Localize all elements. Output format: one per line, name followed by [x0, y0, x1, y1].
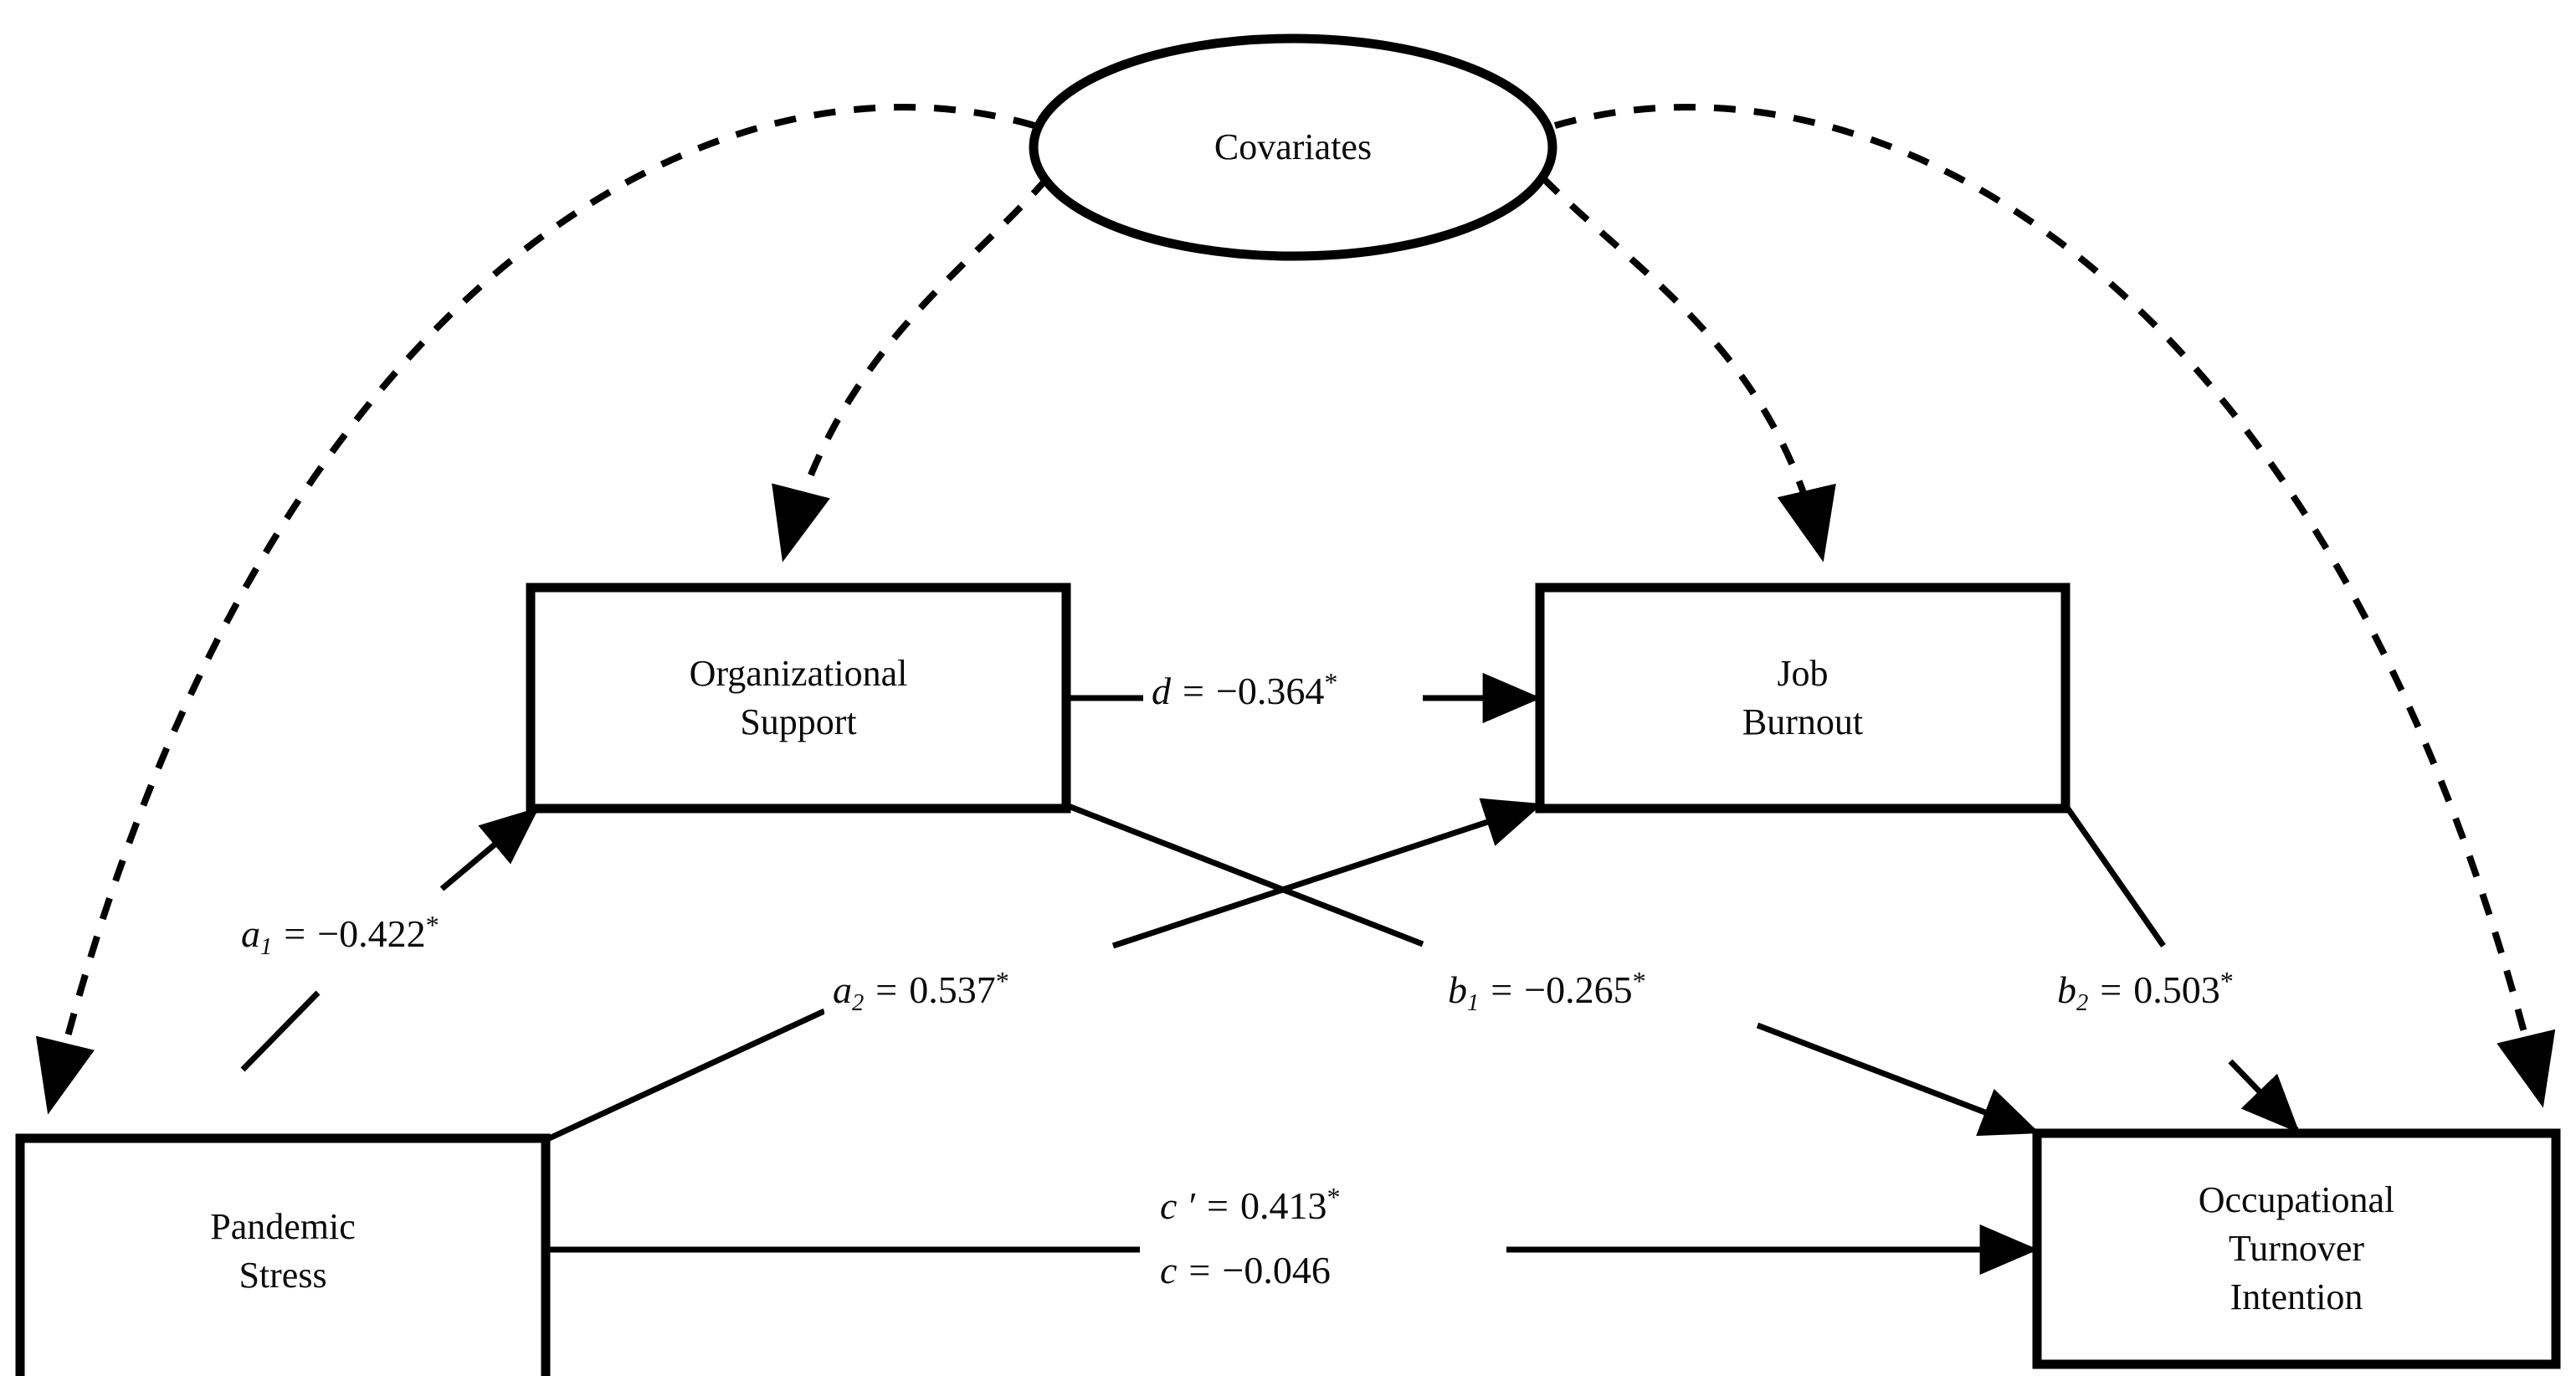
- path-label-c: c= −0.046: [1152, 1244, 1339, 1297]
- node-pandemic-stress[interactable]: [15, 1133, 551, 1376]
- b2-subscript: 2: [2076, 989, 2089, 1016]
- d-coefficient-name: d: [1152, 670, 1171, 712]
- b1-subscript: 1: [1467, 989, 1480, 1016]
- path-b1-segment-upper: [1065, 802, 1424, 947]
- d-equals: =: [1183, 670, 1204, 712]
- a2-significance-marker: *: [995, 965, 1009, 996]
- a1-equals: =: [284, 912, 306, 955]
- node-occupational-turnover-intention[interactable]: [2032, 1128, 2561, 1369]
- d-value: −0.364: [1215, 670, 1325, 712]
- path-label-a1: a1 = −0.422*: [233, 908, 448, 961]
- path-label-b1: b1 = −0.265*: [1439, 964, 1655, 1017]
- d-significance-marker: *: [1324, 666, 1338, 697]
- c-equals: =: [1188, 1248, 1211, 1291]
- path-cov-to-job-burnout: [1540, 175, 1836, 562]
- path-b2-segment-upper: [2063, 803, 2166, 948]
- path-cov-to-occupational-turnover-intention: [1553, 104, 2556, 1108]
- a2-coefficient-name: a: [833, 968, 852, 1011]
- path-cov-to-organizational-support: [772, 175, 1051, 562]
- c-value: −0.046: [1222, 1248, 1331, 1291]
- cprime-value: 0.413: [1239, 1184, 1327, 1227]
- a2-value: 0.537: [909, 968, 996, 1011]
- cprime-significance-marker: *: [1326, 1181, 1341, 1212]
- path-label-b2: b2 = 0.503*: [2049, 964, 2242, 1017]
- a2-equals: =: [875, 968, 898, 1011]
- path-a1-segment-upper: [439, 807, 540, 891]
- path-label-a2: a2 = 0.537*: [824, 964, 1018, 1017]
- path-cov-to-pandemic-stress: [35, 104, 1036, 1115]
- c-coefficient-name: c: [1160, 1248, 1178, 1291]
- node-covariates[interactable]: [1029, 33, 1557, 261]
- b2-significance-marker: *: [2219, 965, 2234, 996]
- b2-coefficient-name: b: [2057, 968, 2076, 1011]
- path-label-c-prime: c ′ =0.413*: [1152, 1180, 1349, 1233]
- a2-subscript: 2: [852, 989, 865, 1016]
- path-b2-segment-lower: [2228, 1059, 2300, 1134]
- b1-equals: =: [1491, 968, 1513, 1011]
- b2-value: 0.503: [2133, 968, 2220, 1011]
- b1-value: −0.265: [1524, 968, 1633, 1011]
- cprime-equals: =: [1206, 1184, 1229, 1227]
- path-b1-segment-lower: [1756, 1022, 2040, 1137]
- a1-coefficient-name: a: [241, 912, 260, 955]
- node-job-burnout[interactable]: [1535, 583, 2071, 814]
- path-a2-segment-lower: [544, 1008, 826, 1143]
- path-a1-segment-lower: [240, 990, 321, 1072]
- b1-significance-marker: *: [1632, 965, 1646, 996]
- path-label-stack-c: c ′=0.413* c=−0.046: [1152, 1180, 1349, 1297]
- path-a2-segment-upper: [1111, 798, 1543, 949]
- a1-subscript: 1: [260, 933, 273, 960]
- b2-equals: =: [2100, 968, 2122, 1011]
- a1-significance-marker: *: [425, 909, 439, 940]
- cprime-coefficient-name: c ′: [1160, 1184, 1195, 1227]
- b1-coefficient-name: b: [1448, 968, 1467, 1011]
- a1-value: −0.422: [317, 912, 426, 955]
- path-label-d: d = −0.364*: [1143, 665, 1347, 718]
- node-organizational-support[interactable]: [526, 583, 1071, 814]
